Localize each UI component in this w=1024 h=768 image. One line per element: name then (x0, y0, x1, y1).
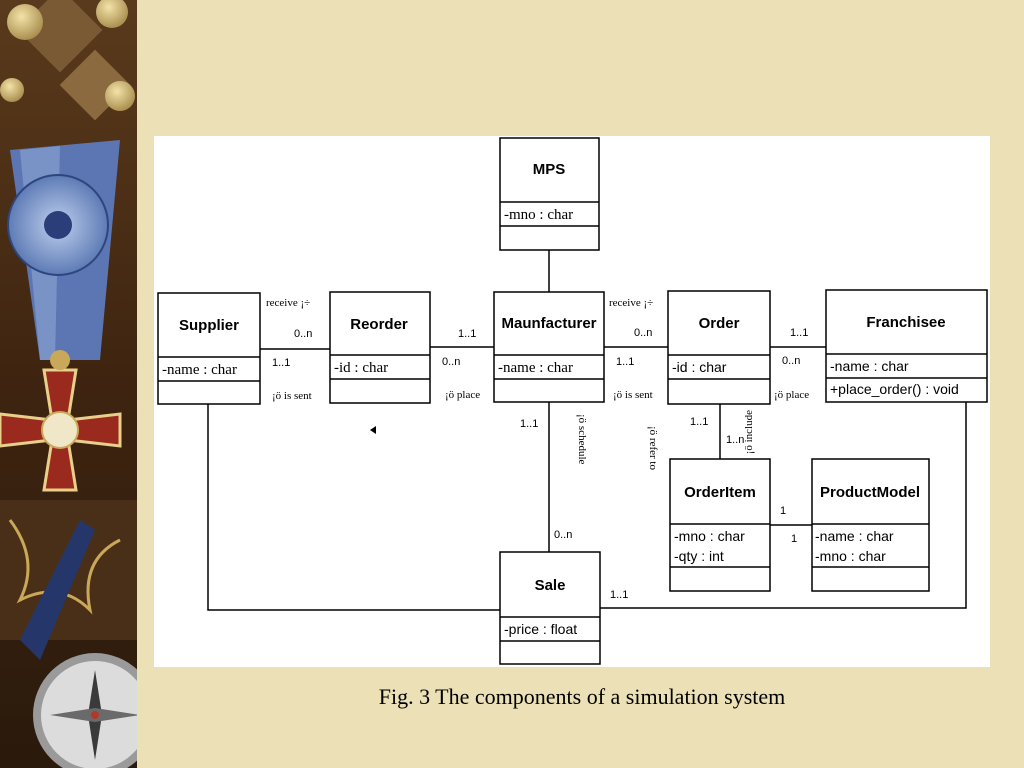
attribute-manufacturer-name: -name : char (498, 360, 573, 376)
class-order: Order -id : char (667, 290, 771, 405)
class-reorder: Reorder -id : char (329, 291, 431, 404)
multiplicity-manufacturer-order-top: 0..n (634, 327, 652, 339)
multiplicity-manufacturer-sale-top: 1..1 (520, 418, 538, 430)
class-name-sale: Sale (535, 577, 566, 594)
class-name-manufacturer: Maunfacturer (501, 315, 596, 332)
role-manufacturer-order-receive: receive ¡÷ (609, 297, 653, 309)
role-manufacturer-sale-schedule: ¡ö schedule (576, 414, 588, 465)
class-name-reorder: Reorder (350, 316, 408, 333)
role-manufacturer-order-sent: ¡ö is sent (613, 389, 653, 401)
role-supplier-reorder-sent: ¡ö is sent (272, 390, 312, 402)
medal-cross-icon (0, 368, 122, 492)
attribute-supplier-name: -name : char (162, 362, 237, 378)
attribute-productmodel-name: -name : char (815, 528, 894, 544)
operation-franchisee-place-order: +place_order() : void (830, 381, 959, 397)
attribute-reorder-id: -id : char (334, 360, 388, 376)
class-productmodel: ProductModel -name : char -mno : char (811, 458, 930, 592)
class-orderitem: OrderItem -mno : char -qty : int (669, 458, 771, 592)
class-manufacturer: Maunfacturer -name : char (493, 291, 605, 403)
attribute-mps-mno: -mno : char (504, 207, 573, 223)
multiplicity-order-franchisee-bottom: 0..n (782, 355, 800, 367)
multiplicity-order-franchisee-top: 1..1 (790, 327, 808, 339)
role-order-franchisee-place: ¡ö place (774, 389, 809, 401)
class-name-mps: MPS (533, 161, 566, 178)
association-sale-franchisee (600, 402, 967, 609)
role-supplier-reorder-receive: receive ¡÷ (266, 297, 310, 309)
attribute-franchisee-name: -name : char (830, 358, 909, 374)
multiplicity-sale-franchisee: 1..1 (610, 589, 628, 601)
attribute-sale-price: -price : float (504, 621, 577, 637)
class-name-franchisee: Franchisee (866, 314, 945, 331)
multiplicity-reorder-manufacturer-top: 1..1 (458, 328, 476, 340)
class-franchisee: Franchisee -name : char +place_order() :… (825, 289, 988, 403)
class-mps: MPS -mno : char (499, 137, 600, 251)
class-supplier: Supplier -name : char (157, 292, 261, 405)
role-reorder-manufacturer-place: ¡ö place (445, 389, 480, 401)
uml-class-diagram: MPS -mno : char Supplier -name : char Re… (154, 136, 990, 667)
attribute-productmodel-mno: -mno : char (815, 548, 886, 564)
compass-icon (33, 653, 137, 768)
multiplicity-supplier-reorder-bottom: 1..1 (272, 357, 290, 369)
multiplicity-order-orderitem-left: 1..1 (690, 416, 708, 428)
role-order-orderitem-include: ¡ö include (743, 410, 755, 454)
multiplicity-manufacturer-sale-bottom: 0..n (554, 529, 572, 541)
multiplicity-supplier-reorder-top: 0..n (294, 328, 312, 340)
arrowhead-marker (370, 426, 376, 434)
multiplicity-reorder-manufacturer-bottom: 0..n (442, 356, 460, 368)
attribute-order-id: -id : char (672, 359, 727, 375)
multiplicity-orderitem-productmodel-top: 1 (780, 505, 786, 517)
multiplicity-orderitem-productmodel-bottom: 1 (791, 533, 797, 545)
figure-caption: Fig. 3 The components of a simulation sy… (378, 684, 786, 709)
class-name-productmodel: ProductModel (820, 484, 920, 501)
button-icon (7, 4, 43, 40)
attribute-orderitem-mno: -mno : char (674, 528, 745, 544)
class-name-order: Order (699, 315, 740, 332)
decorative-photo-strip (0, 0, 137, 768)
attribute-orderitem-qty: -qty : int (674, 548, 724, 564)
class-sale: Sale -price : float (499, 551, 601, 665)
role-order-orderitem-refer: ¡ö refer to (647, 426, 659, 470)
multiplicity-order-orderitem-right: 1..n (726, 434, 744, 446)
class-name-supplier: Supplier (179, 317, 239, 334)
association-supplier-sale (207, 404, 500, 611)
class-name-orderitem: OrderItem (684, 484, 756, 501)
multiplicity-manufacturer-order-bottom: 1..1 (616, 356, 634, 368)
